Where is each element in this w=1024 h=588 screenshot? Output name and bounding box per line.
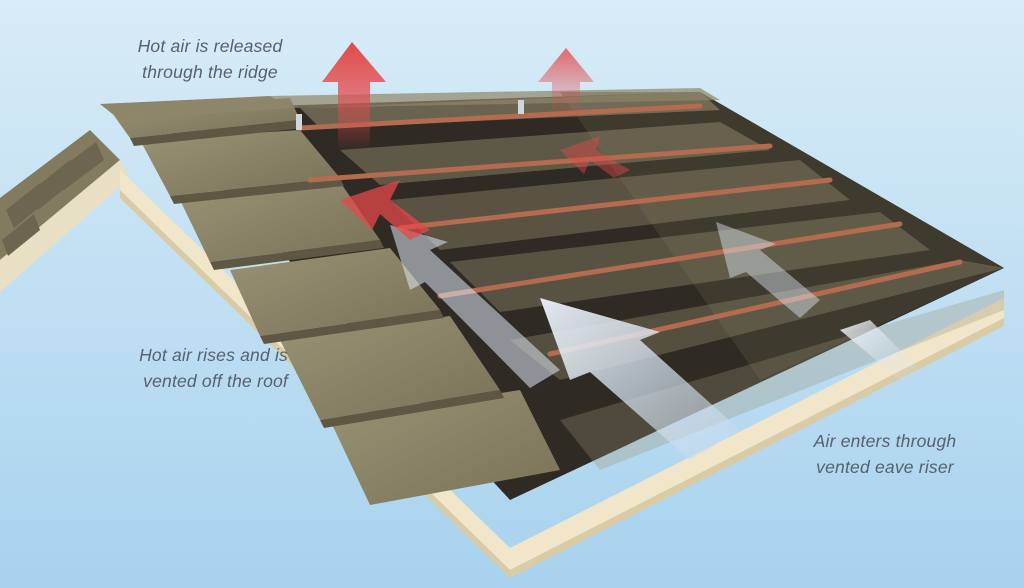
ridge-caption-line-1: Hot air is released xyxy=(137,36,283,56)
hot-air-arrow xyxy=(560,136,630,178)
ridge-vent-caption: Hot air is released through the ridge xyxy=(110,33,310,85)
hot-air-arrow xyxy=(340,180,430,240)
cool-air-arrow xyxy=(390,225,560,388)
eave-caption-line-2: vented eave riser xyxy=(816,457,954,477)
hot-air-rises-caption: Hot air rises and is vented off the roof xyxy=(70,342,288,394)
cool-air-arrows xyxy=(390,222,920,460)
eave-riser-caption: Air enters through vented eave riser xyxy=(780,428,990,480)
eave-caption-line-1: Air enters through xyxy=(813,431,957,451)
cool-air-arrow xyxy=(840,320,920,380)
vented-caption-line-1: Hot air rises and is xyxy=(139,345,288,365)
hot-air-arrow xyxy=(538,48,594,118)
cool-air-arrow xyxy=(540,298,740,460)
roof-tiles xyxy=(100,88,1004,505)
cool-air-arrow xyxy=(716,222,820,318)
vented-caption-line-2: vented off the roof xyxy=(143,371,288,391)
ridge-caption-line-2: through the ridge xyxy=(142,62,278,82)
hot-air-arrow xyxy=(322,42,386,150)
hot-air-arrows xyxy=(322,42,630,240)
ridge-vent xyxy=(296,100,524,130)
left-roof-slope xyxy=(0,130,130,292)
